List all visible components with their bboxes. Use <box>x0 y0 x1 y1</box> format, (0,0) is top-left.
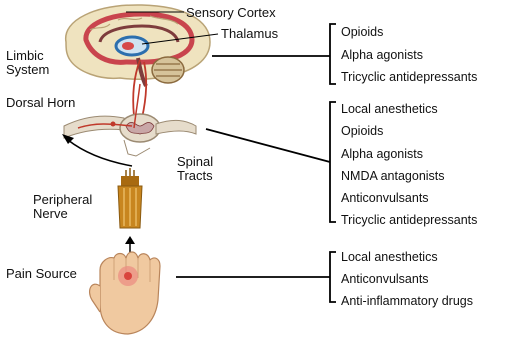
drug-item: Anticonvulsants <box>341 191 429 205</box>
drug-item: Alpha agonists <box>341 147 423 161</box>
drug-item: Local anesthetics <box>341 102 438 116</box>
drug-item: Opioids <box>341 124 383 138</box>
nerve-to-cord-arrow <box>68 140 132 166</box>
hand-illustration <box>90 252 160 334</box>
label-dorsal-horn: Dorsal Horn <box>6 95 75 110</box>
drug-item: NMDA antagonists <box>341 169 445 183</box>
label-peripheral-nerve-line2: Nerve <box>33 206 68 221</box>
label-spinal-tracts-line1: Spinal <box>177 154 213 169</box>
drug-item: Alpha agonists <box>341 48 423 62</box>
peripheral-nerve-illustration <box>118 168 142 228</box>
pain-source-bracket <box>176 252 336 302</box>
drug-item: Anticonvulsants <box>341 272 429 286</box>
label-thalamus: Thalamus <box>221 26 278 41</box>
label-spinal-tracts-line2: Tracts <box>177 168 213 183</box>
label-peripheral-nerve-line1: Peripheral <box>33 192 92 207</box>
label-sensory-cortex: Sensory Cortex <box>186 5 276 20</box>
label-limbic-system-line1: Limbic <box>6 48 44 63</box>
drug-item: Opioids <box>341 25 383 39</box>
drug-item: Tricyclic antidepressants <box>341 70 477 84</box>
spinal-cord-illustration <box>64 84 196 156</box>
drug-item: Tricyclic antidepressants <box>341 213 477 227</box>
spinal-bracket <box>206 102 336 222</box>
hand-to-nerve-arrowhead <box>125 236 135 244</box>
drug-item: Local anesthetics <box>341 250 438 264</box>
label-limbic-system-line2: System <box>6 62 49 77</box>
label-pain-source: Pain Source <box>6 266 77 281</box>
drug-item: Anti-inflammatory drugs <box>341 294 473 308</box>
